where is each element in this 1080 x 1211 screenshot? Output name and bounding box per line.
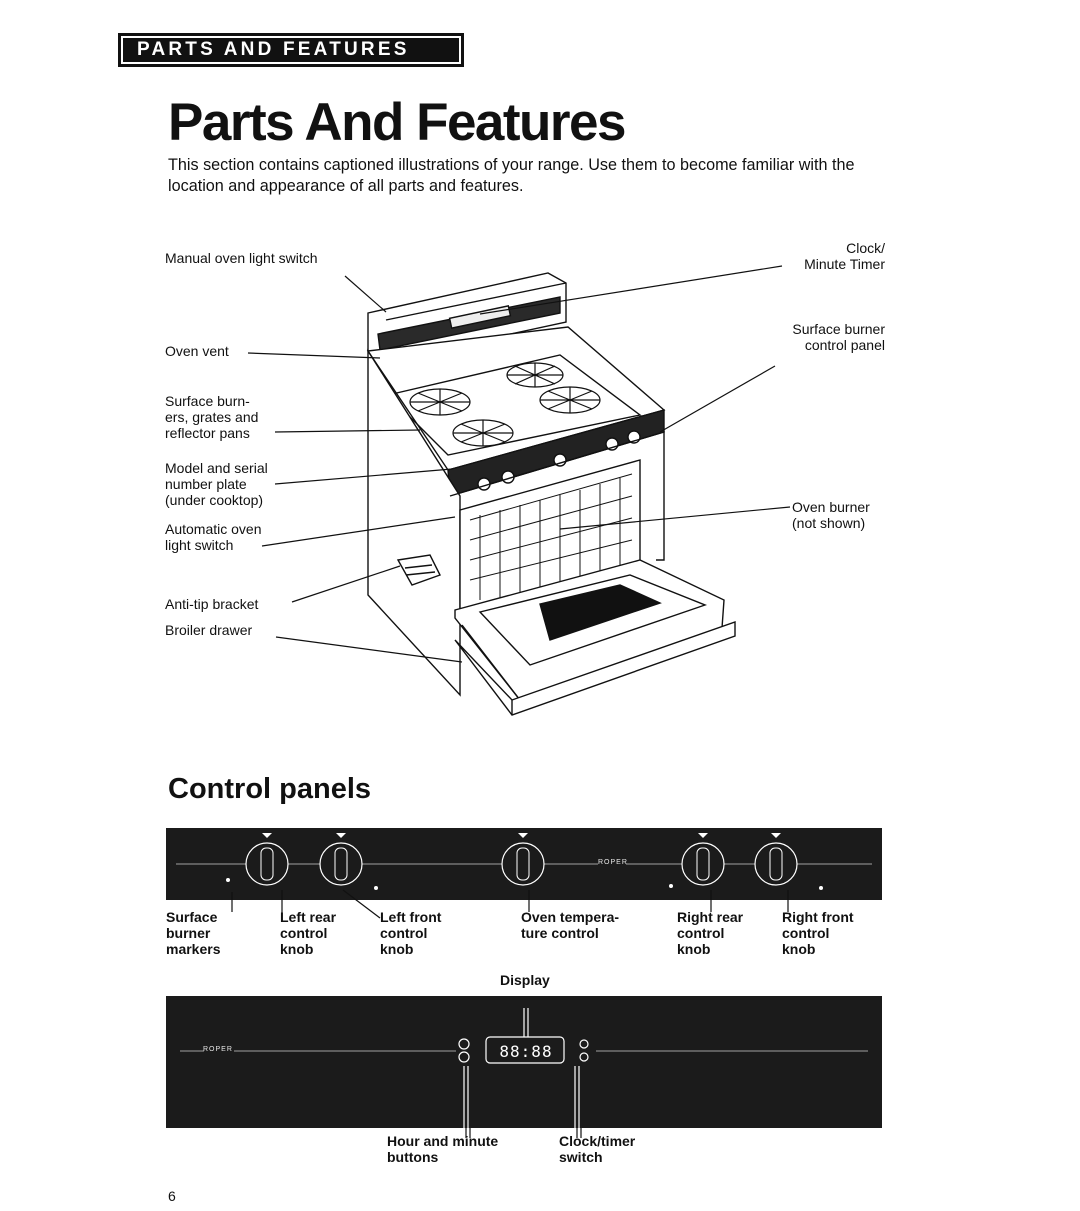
brand-logo-bottom: ROPER bbox=[203, 1046, 233, 1053]
label-hour-minute-buttons: Hour and minute buttons bbox=[387, 1133, 499, 1165]
section-tab: PARTS AND FEATURES bbox=[118, 33, 464, 67]
label-right-front-knob: Right front control knob bbox=[782, 909, 854, 957]
clock-control-panel bbox=[166, 996, 882, 1128]
brand-logo-top: ROPER bbox=[598, 859, 628, 866]
surface-control-panel bbox=[166, 828, 882, 900]
section-tab-label: PARTS AND FEATURES bbox=[137, 39, 410, 60]
label-oven-temp-control: Oven tempera- ture control bbox=[521, 909, 620, 941]
label-surface-burners: Surface burn- ers, grates and reflector … bbox=[165, 393, 259, 441]
intro-paragraph: This section contains captioned illustra… bbox=[168, 156, 855, 195]
label-auto-light-switch: Automatic oven light switch bbox=[165, 521, 262, 553]
control-panel-leaders bbox=[231, 889, 789, 920]
control-panels-heading: Control panels bbox=[168, 773, 372, 805]
label-left-front-knob: Left front control knob bbox=[380, 909, 442, 957]
label-clock-timer-switch: Clock/timer switch bbox=[559, 1133, 636, 1165]
label-oven-vent: Oven vent bbox=[165, 343, 229, 359]
label-anti-tip-bracket: Anti-tip bracket bbox=[165, 596, 259, 612]
label-right-rear-knob: Right rear control knob bbox=[677, 909, 744, 957]
label-surface-control-panel: Surface burner control panel bbox=[792, 321, 885, 353]
label-clock-timer: Clock/ Minute Timer bbox=[804, 240, 885, 272]
label-surface-burner-markers: Surface burner markers bbox=[166, 909, 221, 957]
label-display: Display bbox=[500, 972, 550, 988]
range-illustration bbox=[247, 265, 791, 716]
page-number: 6 bbox=[168, 1188, 176, 1204]
label-manual-light-switch: Manual oven light switch bbox=[165, 250, 318, 266]
page-title: Parts And Features bbox=[168, 93, 627, 152]
clock-leaders bbox=[465, 1128, 582, 1138]
label-left-rear-knob: Left rear control knob bbox=[280, 909, 337, 957]
label-oven-burner: Oven burner (not shown) bbox=[792, 499, 870, 531]
label-model-plate: Model and serial number plate (under coo… bbox=[165, 460, 268, 508]
label-broiler-drawer: Broiler drawer bbox=[165, 622, 253, 638]
clock-display-readout: 88:88 bbox=[499, 1042, 553, 1061]
